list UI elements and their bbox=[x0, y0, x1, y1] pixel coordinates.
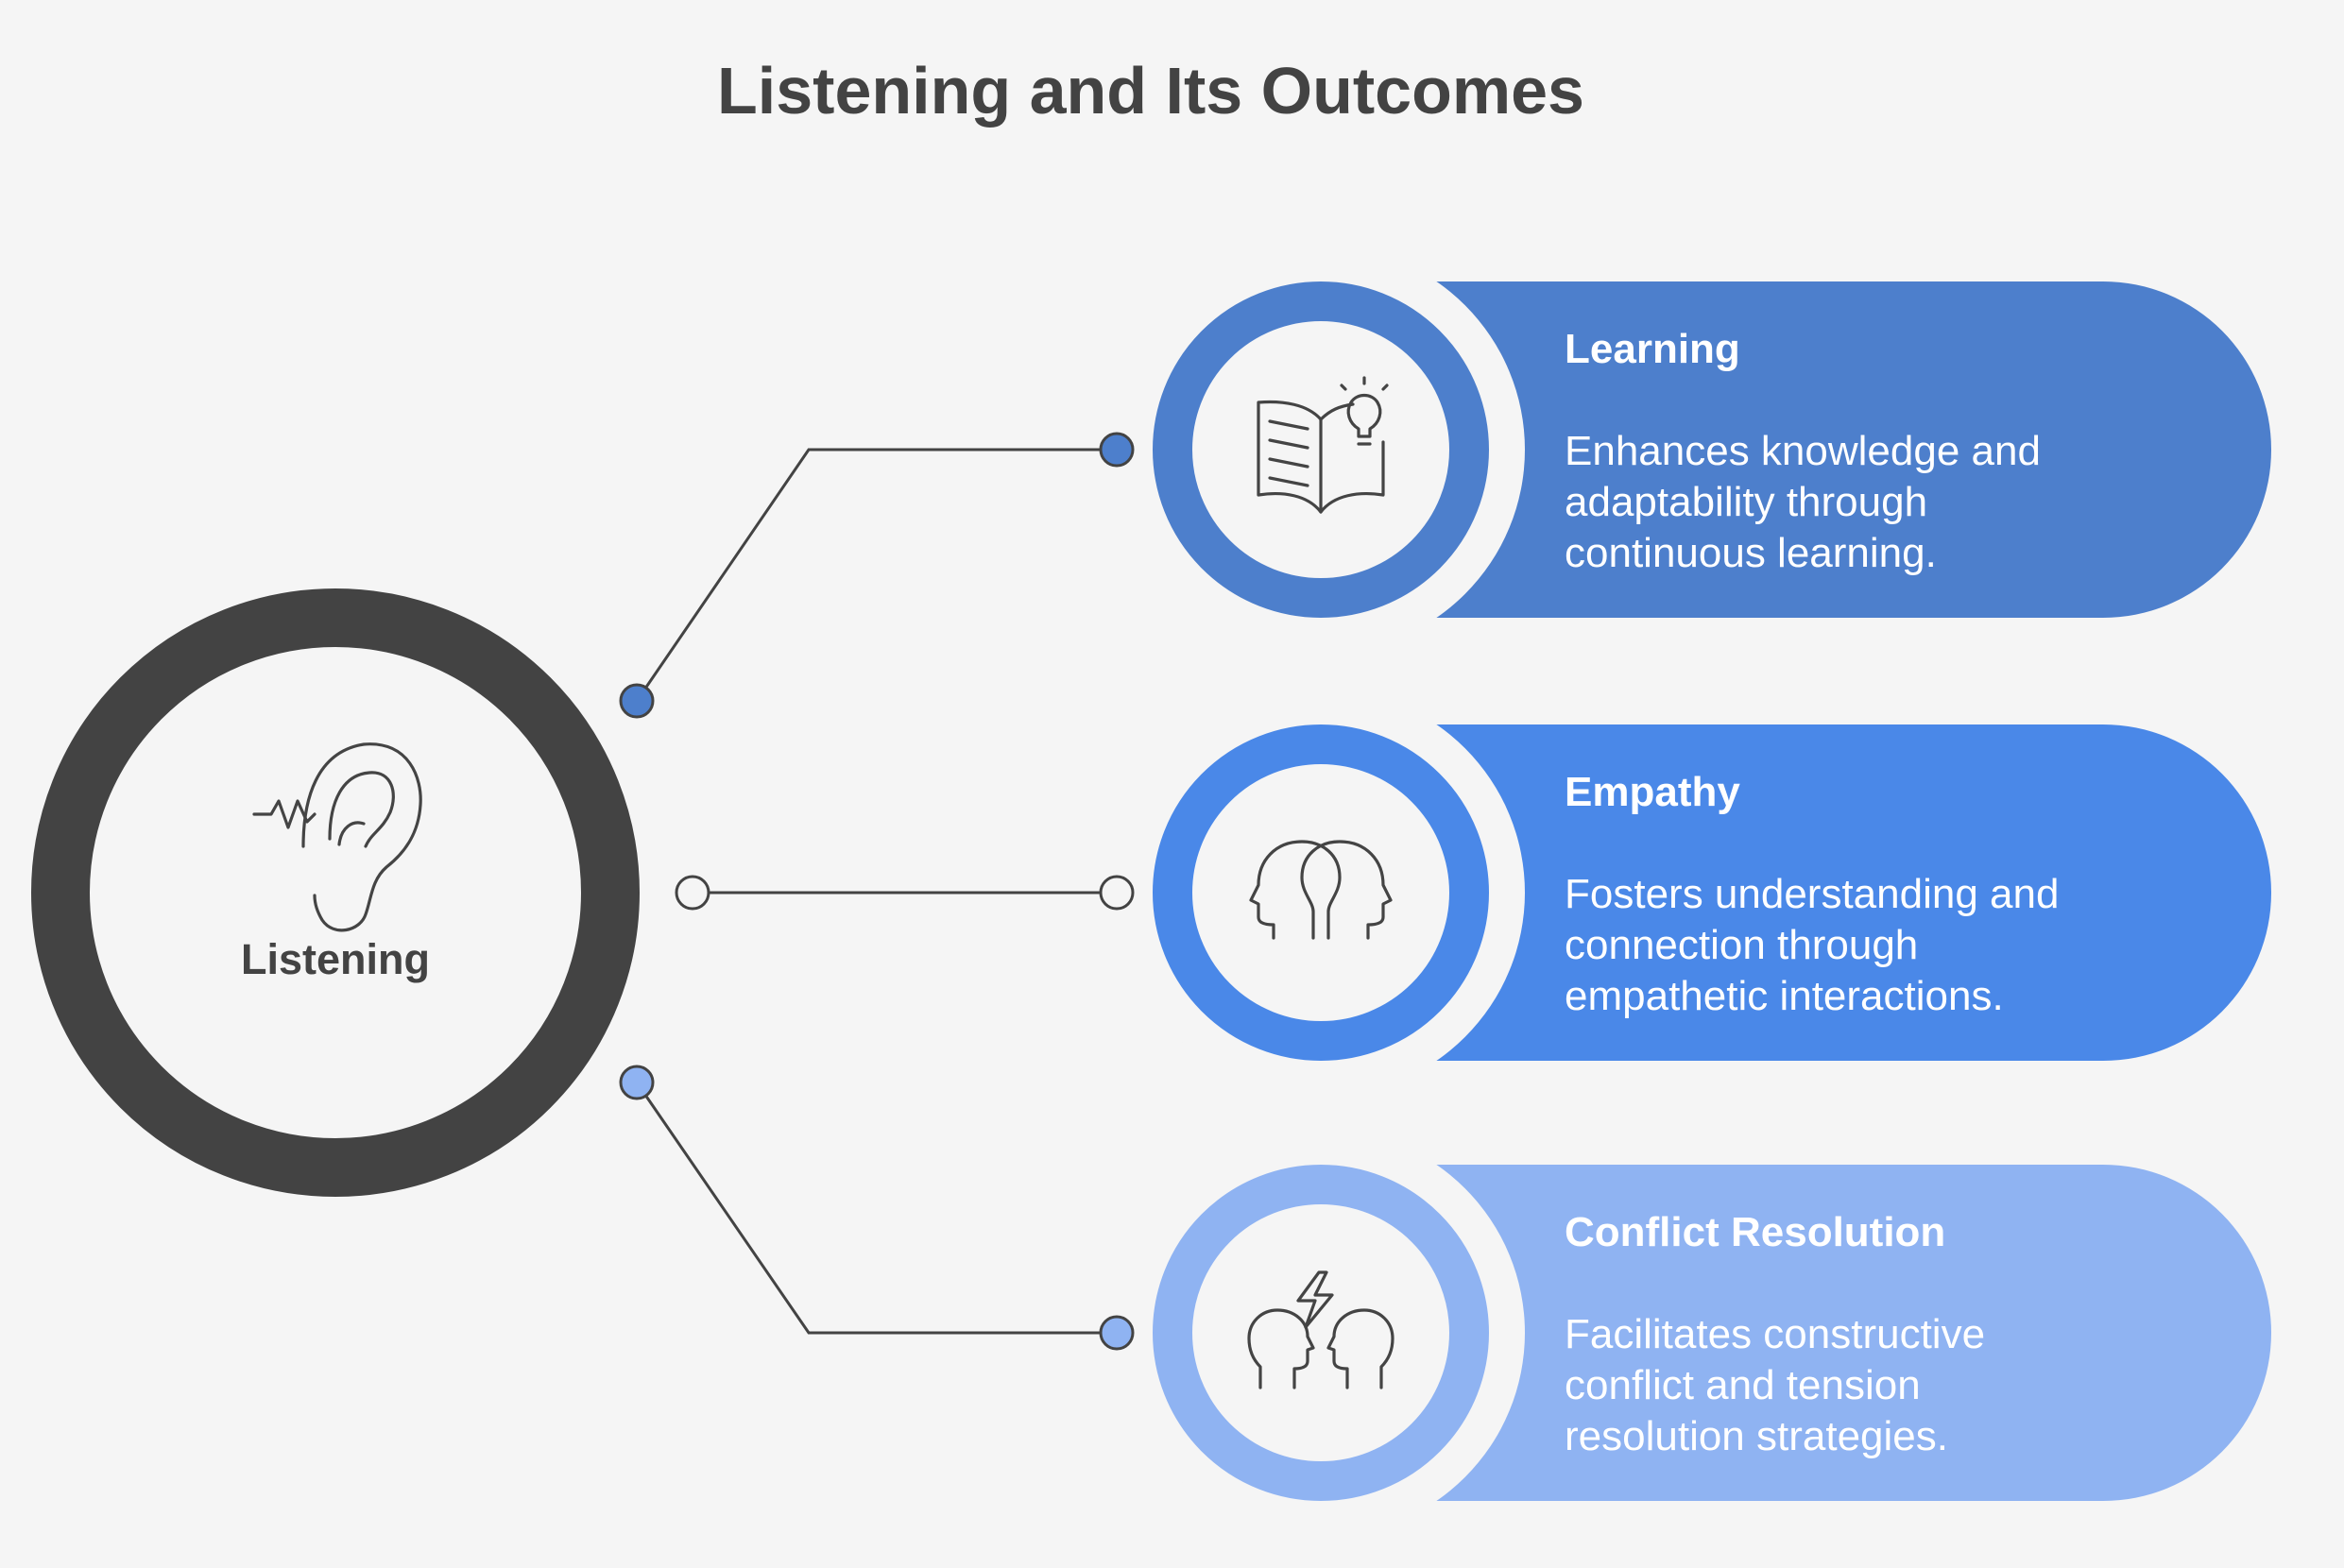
outcome-empathy: Empathy Fosters understanding and connec… bbox=[1117, 689, 2271, 1097]
connector-learning bbox=[635, 448, 1117, 702]
outcome-title: Learning bbox=[1565, 326, 1740, 372]
outcome-description-line: Enhances knowledge and bbox=[1565, 428, 2041, 474]
connector-dot-learning-end bbox=[1099, 432, 1135, 468]
connector-conflict-resolution bbox=[635, 1082, 1117, 1335]
outcome-title: Empathy bbox=[1565, 769, 1740, 815]
connectors bbox=[635, 448, 1117, 1335]
conflict-heads-icon bbox=[1247, 1270, 1394, 1389]
outcome-description-line: continuous learning. bbox=[1565, 530, 1937, 576]
center-node: Listening bbox=[31, 588, 640, 1197]
center-ring bbox=[31, 588, 640, 1197]
outcome-learning: Learning Enhances knowledge and adaptabi… bbox=[1117, 246, 2271, 654]
outcome-banner bbox=[1321, 281, 2271, 618]
connector-dots bbox=[619, 432, 1135, 1351]
outcome-description-line: resolution strategies. bbox=[1565, 1413, 1948, 1459]
outcome-description-line: Facilitates constructive bbox=[1565, 1311, 1985, 1357]
outcome-description-line: empathetic interactions. bbox=[1565, 973, 2004, 1019]
connector-dot-learning-start bbox=[619, 683, 655, 719]
page-title: Listening and Its Outcomes bbox=[717, 54, 1584, 128]
outcome-description-line: connection through bbox=[1565, 922, 1918, 968]
connector-dot-empathy-start bbox=[675, 875, 710, 911]
book-lightbulb-icon bbox=[1257, 376, 1389, 514]
outcome-conflict-resolution: Conflict Resolution Facilitates construc… bbox=[1117, 1129, 2271, 1537]
connector-dot-empathy-end bbox=[1099, 875, 1135, 911]
outcome-description-line: conflict and tension bbox=[1565, 1362, 1921, 1408]
outcome-title: Conflict Resolution bbox=[1565, 1209, 1945, 1255]
icon-ring bbox=[1153, 1165, 1489, 1501]
ear-icon bbox=[252, 742, 422, 932]
outcome-banner bbox=[1321, 1165, 2271, 1501]
connector-dot-conflict-start bbox=[619, 1065, 655, 1100]
outcome-description-line: adaptability through bbox=[1565, 479, 1927, 525]
two-heads-icon bbox=[1249, 840, 1393, 940]
icon-ring bbox=[1153, 724, 1489, 1061]
connector-dot-conflict-end bbox=[1099, 1315, 1135, 1351]
outcome-banner bbox=[1321, 724, 2271, 1061]
center-label: Listening bbox=[241, 935, 430, 983]
outcome-description-line: Fosters understanding and bbox=[1565, 871, 2059, 917]
